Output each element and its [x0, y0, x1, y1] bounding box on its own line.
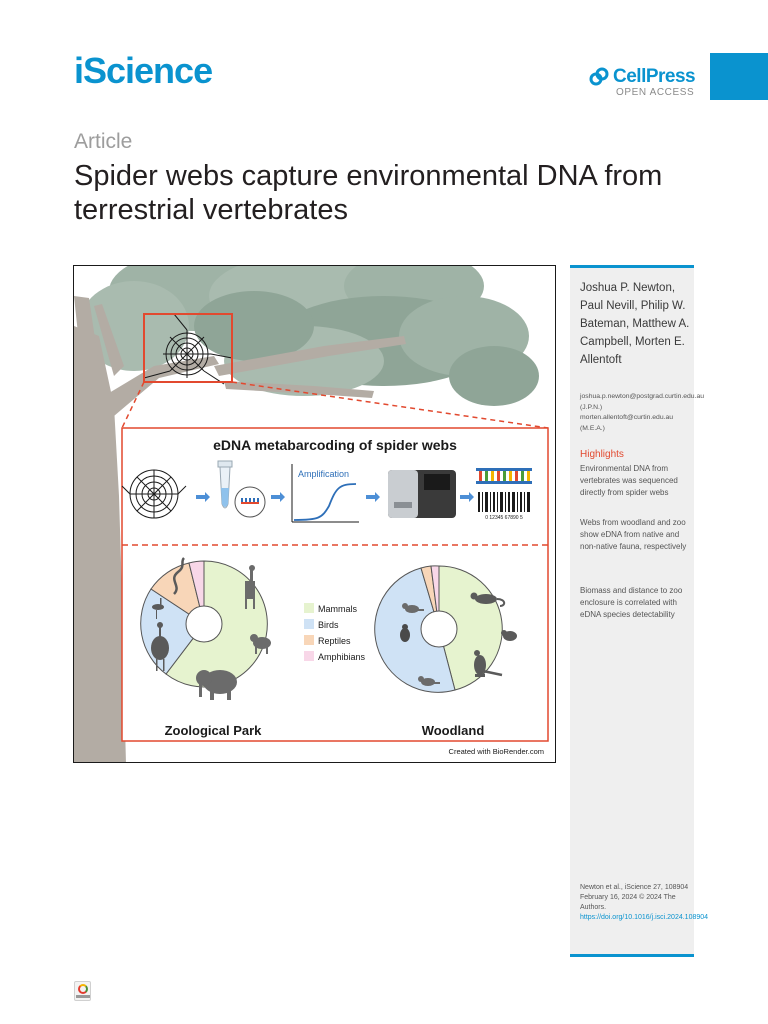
monkey-icon: [250, 634, 271, 654]
biorender-credit: Created with BioRender.com: [449, 747, 544, 756]
barcode-icon: [478, 492, 530, 512]
legend-swatch-mammals: [304, 603, 314, 613]
publication-date: February 16, 2024 © 2024 The Authors.: [580, 894, 676, 911]
dna-strand-icon: [476, 468, 532, 484]
heron-icon: [152, 598, 164, 619]
barcode-number: 0 12345 67890 5: [485, 515, 523, 521]
site-label-zoo: Zoological Park: [165, 723, 263, 738]
legend-swatch-amphibians: [304, 651, 314, 661]
amplification-plot: [291, 464, 359, 523]
article-sidebar: Joshua P. Newton, Paul Nevill, Philip W.…: [570, 265, 709, 957]
tree-trunk: [74, 296, 406, 762]
elephant-icon: [196, 670, 237, 700]
legend-swatch-birds: [304, 619, 314, 629]
emu-icon: [151, 622, 169, 671]
check-for-updates-icon[interactable]: [74, 981, 91, 1001]
legend-label-birds: Birds: [318, 620, 339, 630]
woodland-slice-birds: [374, 567, 456, 693]
publisher-name: CellPress: [613, 66, 696, 87]
legend: Mammals Birds Reptiles Amphibians: [304, 603, 366, 662]
citation-text: Newton et al., iScience 27, 108904: [580, 884, 689, 891]
sequencer-icon: [388, 470, 456, 518]
corner-color-block: [710, 53, 768, 100]
sample-tube-icon: [217, 460, 233, 509]
legend-label-reptiles: Reptiles: [318, 636, 351, 646]
sidebar-bottom-rule: [570, 954, 694, 957]
journal-logo: iScience: [74, 50, 213, 91]
possum-icon: [470, 592, 506, 607]
workflow-arrow: [366, 492, 380, 502]
workflow-web-icon: [121, 469, 187, 519]
bird-icon: [418, 676, 440, 686]
highlight-item: Environmental DNA from vertebrates was s…: [580, 464, 678, 497]
article-type: Article: [74, 130, 133, 153]
kangaroo-icon: [474, 650, 503, 677]
workflow-arrow: [271, 492, 285, 502]
cellpress-icon: [589, 67, 609, 86]
author-list: Joshua P. Newton, Paul Nevill, Philip W.…: [580, 282, 690, 366]
publisher-logo: CellPress OPEN ACCESS: [588, 66, 696, 98]
zoom-box: [143, 313, 233, 383]
bird-icon: [402, 603, 424, 613]
correspondence-emails[interactable]: joshua.p.newton@postgrad.curtin.edu.au (…: [580, 393, 705, 432]
open-access-label: OPEN ACCESS: [616, 87, 695, 98]
highlight-item: Biomass and distance to zoo enclosure is…: [580, 586, 683, 619]
bird-icon: [400, 624, 410, 642]
legend-label-mammals: Mammals: [318, 604, 358, 614]
dna-fragments-icon: [241, 498, 259, 504]
graphical-abstract: eDNA metabarcoding of spider webs: [73, 265, 556, 763]
sidebar-top-rule: [570, 265, 694, 268]
snake-icon: [173, 557, 186, 595]
panel-heading: eDNA metabarcoding of spider webs: [213, 437, 457, 453]
tree-spider-web: [143, 313, 233, 385]
amplification-label: Amplification: [298, 469, 349, 479]
workflow-arrow: [460, 492, 474, 502]
workflow-arrow: [196, 492, 210, 502]
site-label-woodland: Woodland: [422, 723, 485, 738]
doi-link[interactable]: https://doi.org/10.1016/j.isci.2024.1089…: [580, 914, 709, 921]
article-title: Spider webs capture environmental DNA fr…: [74, 160, 663, 226]
highlights-heading: Highlights: [580, 449, 624, 460]
legend-swatch-reptiles: [304, 635, 314, 645]
citation-block: Newton et al., iScience 27, 108904 Febru…: [580, 883, 709, 923]
legend-label-amphibians: Amphibians: [318, 652, 366, 662]
rodent-icon: [501, 630, 517, 641]
giraffe-icon: [245, 565, 255, 609]
highlight-item: Webs from woodland and zoo show eDNA fro…: [580, 518, 687, 551]
